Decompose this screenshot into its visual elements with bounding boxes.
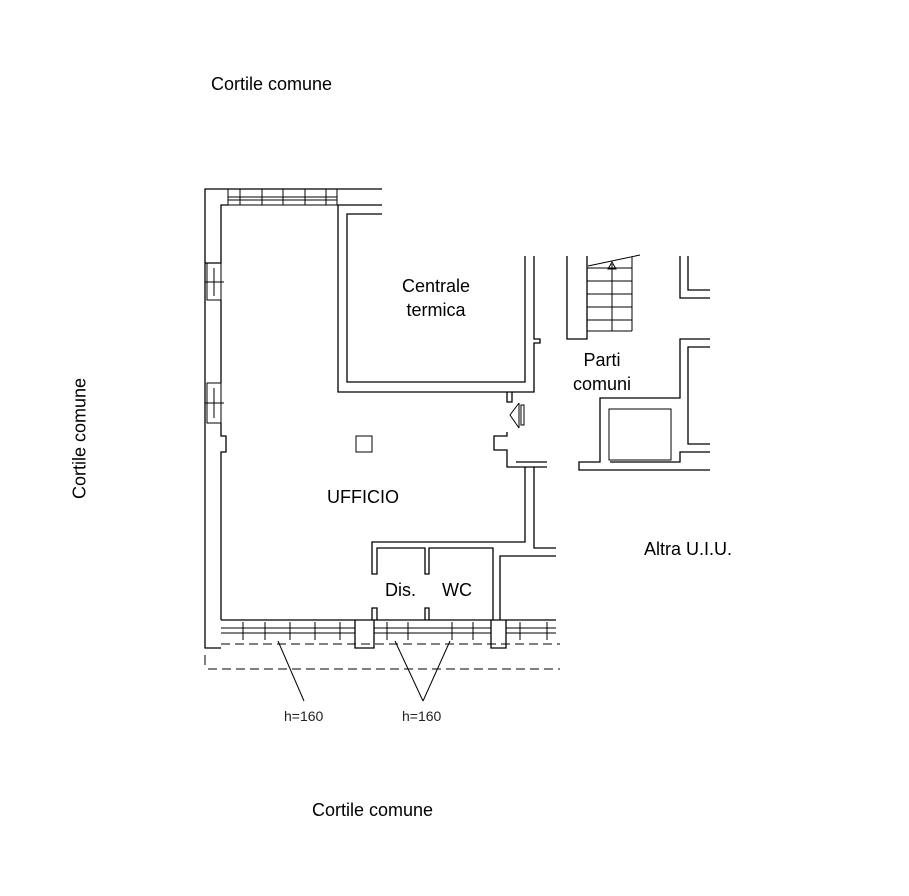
label-wc: WC xyxy=(442,580,472,600)
label-ufficio: UFFICIO xyxy=(327,487,399,507)
label-window-height-2: h=160 xyxy=(402,708,442,724)
window-ticks xyxy=(242,622,548,640)
label-cortile-bottom: Cortile comune xyxy=(312,800,434,820)
label-cortile-left: Cortile comune xyxy=(69,377,90,500)
label-parti-line1: Parti xyxy=(583,350,621,370)
label-altra-uiu: Altra U.I.U. xyxy=(644,539,733,559)
label-parti-comuni: Parti comuni xyxy=(552,348,652,396)
label-centrale-line1: Centrale xyxy=(401,276,471,296)
label-window-height-1: h=160 xyxy=(284,708,324,724)
label-centrale-line2: termica xyxy=(406,300,466,320)
label-dis: Dis. xyxy=(385,580,416,600)
label-parti-line2: comuni xyxy=(572,374,632,394)
walls xyxy=(204,188,710,702)
label-cortile-top: Cortile comune xyxy=(211,74,333,94)
label-centrale-termica: Centrale termica xyxy=(386,274,486,322)
